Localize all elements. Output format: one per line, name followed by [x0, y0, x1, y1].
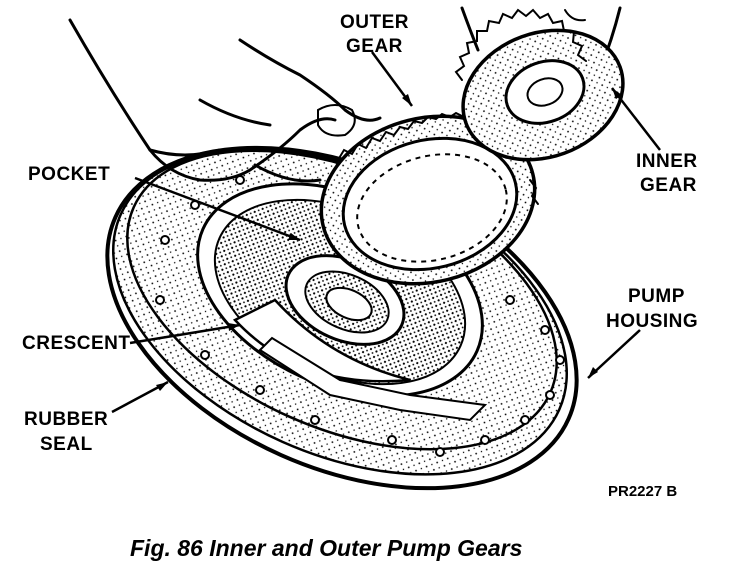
- label-pump-housing-line2: HOUSING: [606, 311, 698, 332]
- label-rubber-seal-line1: RUBBER: [24, 409, 108, 430]
- callout-labels: OUTER GEAR INNER GEAR POCKET CRESCENT PU…: [22, 12, 698, 500]
- hand-illustration-left: [68, 18, 382, 183]
- outer-gear-illustration: [319, 111, 539, 286]
- label-inner-gear-line1: INNER: [636, 151, 698, 172]
- label-pump-housing-line1: PUMP: [628, 286, 685, 307]
- leader-lines: [111, 51, 661, 414]
- label-rubber-seal-line2: SEAL: [40, 434, 93, 455]
- label-pocket: POCKET: [28, 164, 110, 185]
- figure-code: PR2227 B: [608, 483, 677, 500]
- label-outer-gear-line2: GEAR: [346, 36, 403, 57]
- label-inner-gear-line2: GEAR: [640, 175, 697, 196]
- figure-caption: Fig. 86 Inner and Outer Pump Gears: [130, 535, 522, 561]
- label-outer-gear-line1: OUTER: [340, 12, 409, 33]
- inner-gear-illustration: [454, 8, 625, 162]
- label-crescent: CRESCENT: [22, 333, 131, 354]
- bolt-holes: [155, 175, 565, 457]
